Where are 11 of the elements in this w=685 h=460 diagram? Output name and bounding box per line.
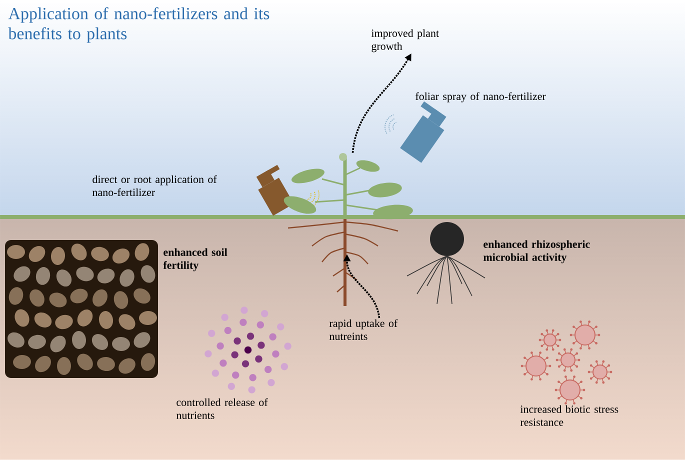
text-label: improved plant growth <box>371 29 439 52</box>
root-drawing <box>287 219 399 306</box>
text-label: rapid uptake of nutreints <box>329 319 398 340</box>
text-label: direct or root application of nano-fertilizer <box>92 175 217 196</box>
text-label: controlled release of nutrients <box>176 398 268 420</box>
text-label: increased biotic stress resistance <box>520 405 618 426</box>
text-label: enhanced rhizospheric microbial activity <box>484 240 590 264</box>
plant-drawing <box>284 153 413 220</box>
text-label: enhanced soil fertility <box>163 248 228 272</box>
title: Application of nano-fertilizers and its benefits to plants <box>8 7 270 43</box>
text-label: foliar spray of nano-fertilizer <box>416 92 546 102</box>
